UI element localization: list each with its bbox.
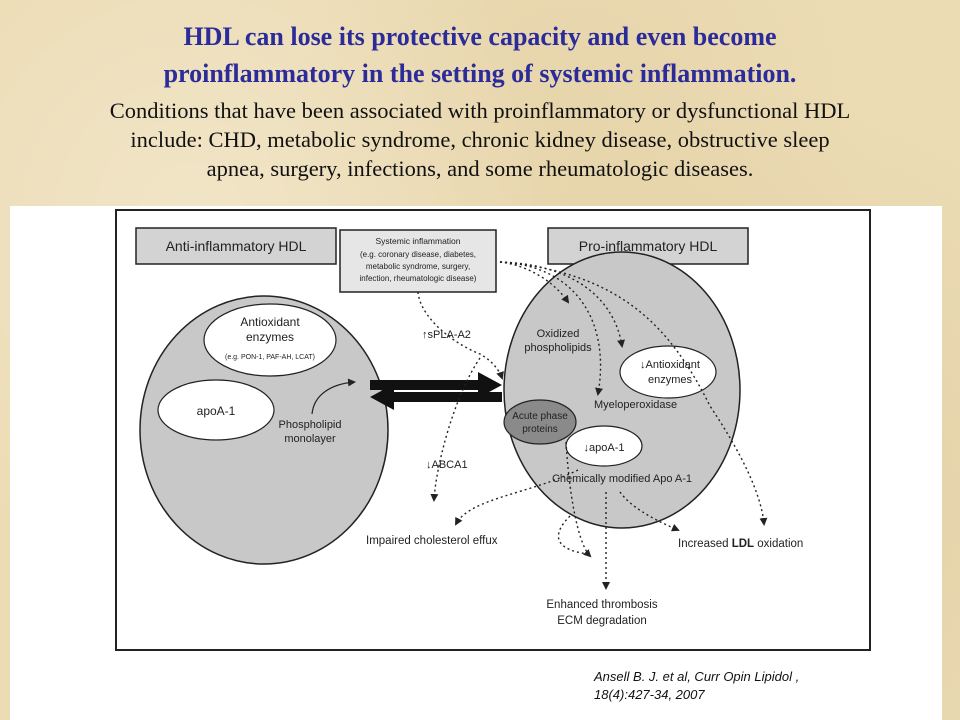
thrombosis-line-2: ECM degradation [557, 615, 647, 627]
acute-phase-line-2: proteins [522, 424, 558, 435]
subtitle-line-3: apnea, surgery, infections, and some rhe… [206, 156, 754, 181]
systemic-line-4: infection, rheumatologic disease) [360, 274, 477, 283]
arrow-to-anti [370, 384, 502, 410]
pro-apoa1-ellipse [565, 425, 643, 467]
spla2-label: ↑sPLA-A2 [422, 329, 471, 341]
arrow-chem-to-ldl [619, 491, 680, 532]
oxidized-line-2: phospholipids [524, 342, 592, 354]
impaired-efflux-label: Impaired cholesterol effux [366, 535, 498, 547]
anti-apoa1-ellipse [157, 379, 275, 441]
title-line-2: proinflammatory in the setting of system… [163, 59, 797, 88]
myeloperoxidase-label: Myeloperoxidase [594, 399, 677, 411]
phospholipid-line-1: Phospholipid [279, 419, 342, 431]
pro-apoa1-label: ↓apoA-1 [584, 442, 625, 454]
anti-hdl-particle [139, 295, 389, 565]
arrow-systemic-to-myeloperoxidase [499, 261, 603, 396]
anti-antioxidant-line-1: Antioxidant [240, 315, 300, 329]
phospholipid-line-2: monolayer [284, 433, 336, 445]
anti-antioxidant-examples: (e.g. PON-1, PAF-AH, LCAT) [225, 354, 315, 361]
systemic-line-3: metabolic syndrome, surgery, [366, 262, 470, 271]
phospholipid-pointer [311, 378, 356, 415]
diagram-panel: Anti-inflammatory HDL Pro-inflammatory H… [10, 206, 942, 720]
pro-antioxidant-line-1: ↓Antioxidant [640, 359, 700, 371]
pro-antioxidant-line-2: enzymes [648, 374, 693, 386]
arrow-systemic-to-pro [417, 291, 504, 380]
pro-antioxidant-ellipse [619, 345, 717, 399]
citation: Ansell B. J. et al, Curr Opin Lipidol , … [594, 668, 934, 704]
anti-antioxidant-line-2: enzymes [246, 330, 294, 344]
anti-header-label: Anti-inflammatory HDL [166, 238, 307, 254]
systemic-line-2: (e.g. coronary disease, diabetes, [360, 250, 476, 259]
pro-hdl-particle [503, 251, 741, 529]
citation-line-1: Ansell B. J. et al, Curr Opin Lipidol , [594, 669, 800, 684]
arrow-systemic-to-ldl [499, 261, 768, 526]
title-line-1: HDL can lose its protective capacity and… [183, 22, 777, 51]
ldl-oxidation-label: Increased LDL oxidation [678, 538, 803, 550]
thrombosis-line-1: Enhanced thrombosis [546, 599, 657, 611]
systemic-line-1: Systemic inflammation [375, 236, 460, 246]
acute-phase-ellipse [503, 399, 577, 445]
anti-antioxidant-ellipse [203, 303, 337, 377]
chem-modified-label: Chemically modified Apo A-1 [552, 473, 692, 485]
ldl-prefix: Increased [678, 538, 732, 550]
anti-apoa1-label: apoA-1 [197, 404, 236, 418]
systemic-inflammation-box [339, 229, 497, 293]
citation-line-2: 18(4):427-34, 2007 [594, 687, 705, 702]
ldl-bold: LDL [732, 538, 754, 550]
hdl-diagram: Anti-inflammatory HDL Pro-inflammatory H… [115, 209, 871, 651]
slide-subtitle: Conditions that have been associated wit… [0, 96, 960, 183]
pro-header-label: Pro-inflammatory HDL [579, 238, 718, 254]
anti-header-box [135, 227, 337, 265]
arrow-loop [557, 515, 589, 555]
subtitle-line-2: include: CHD, metabolic syndrome, chroni… [130, 127, 830, 152]
slide-title: HDL can lose its protective capacity and… [0, 18, 960, 92]
ldl-suffix: oxidation [754, 538, 803, 550]
arrow-to-pro [370, 372, 502, 398]
oxidized-line-1: Oxidized [537, 328, 580, 340]
arrow-to-abca1 [430, 357, 481, 502]
subtitle-line-1: Conditions that have been associated wit… [109, 98, 851, 123]
acute-phase-line-1: Acute phase [512, 411, 568, 422]
abca1-label: ↓ABCA1 [426, 459, 468, 471]
